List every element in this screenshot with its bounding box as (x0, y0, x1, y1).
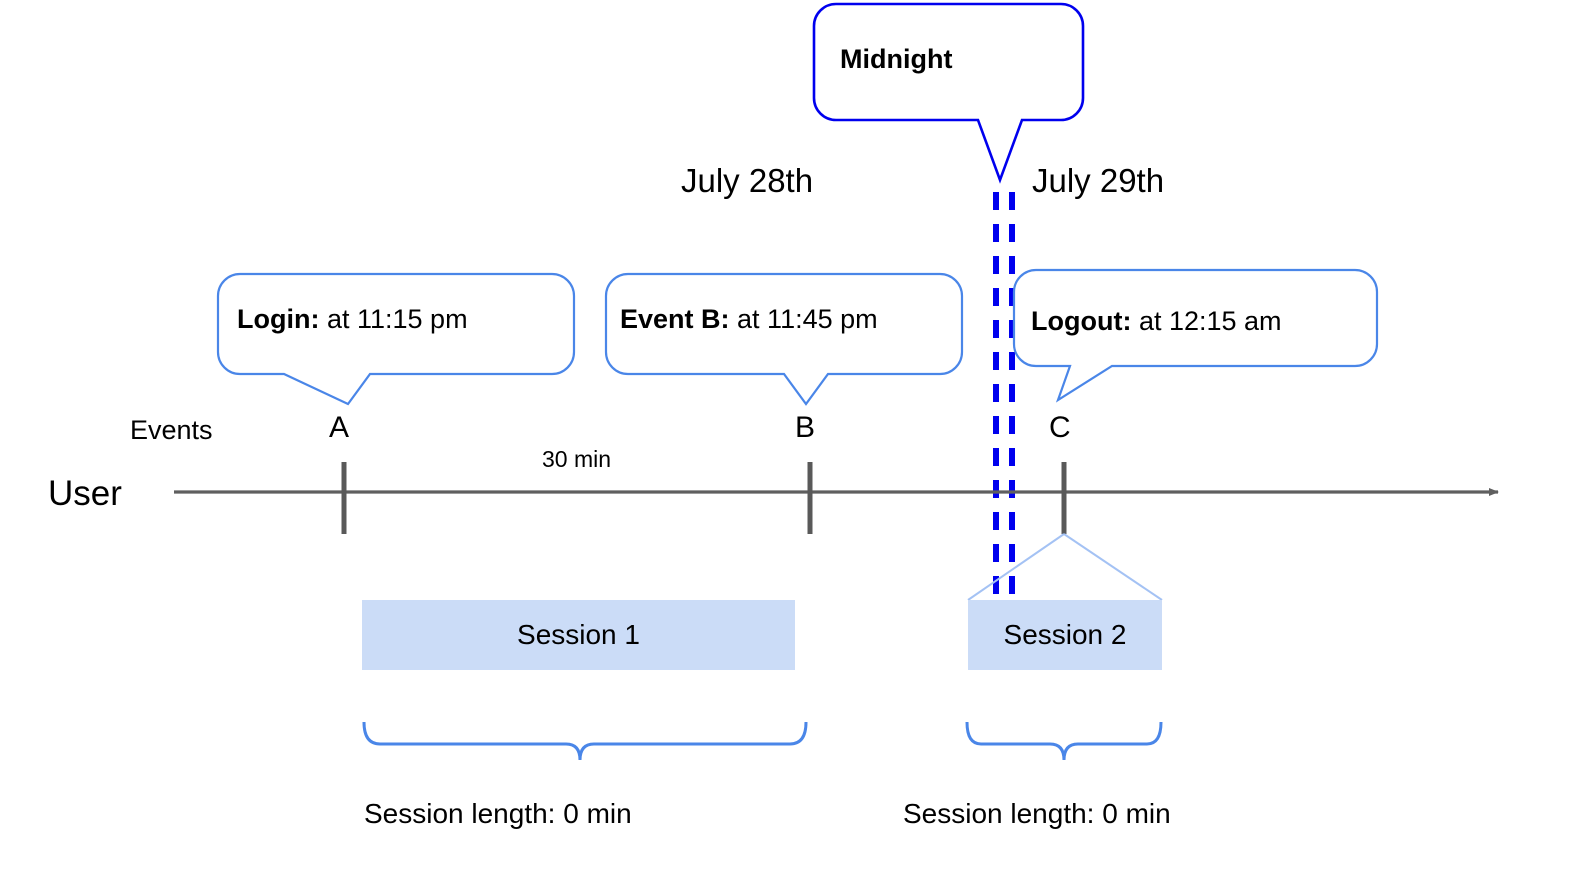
events-row-label: Events (130, 415, 213, 445)
midnight-dashed-lines (993, 192, 1015, 600)
date-label-right: July 29th (1032, 162, 1165, 199)
midnight-callout-shape (812, 2, 1085, 184)
session-2-label: Session 2 (1003, 619, 1127, 650)
date-label-left: July 28th (681, 162, 814, 199)
session-1-length-label: Session length: 0 min (364, 798, 632, 829)
eventb-callout-shape (604, 272, 964, 406)
logout-callout-rest: at 12:15 am (1131, 306, 1282, 336)
user-row-label: User (48, 474, 122, 513)
session-2-length-label: Session length: 0 min (903, 798, 1171, 829)
eventb-callout-label: Event B: at 11:45 pm (620, 306, 878, 333)
session-1-label: Session 1 (517, 619, 640, 650)
login-callout-bold: Login: (237, 304, 320, 334)
logout-callout-shape (1012, 268, 1379, 403)
session-1-box: Session 1 (362, 600, 795, 670)
session2-brace (965, 721, 1163, 761)
eventb-callout-bold: Event B: (620, 304, 730, 334)
session-2-box: Session 2 (968, 600, 1162, 670)
login-callout-shape (216, 272, 576, 406)
eventb-callout-rest: at 11:45 pm (729, 304, 878, 334)
tick-label-b: B (795, 411, 816, 444)
session2-tent-lines (967, 533, 1163, 601)
logout-callout-bold: Logout: (1031, 306, 1132, 336)
login-callout-rest: at 11:15 pm (319, 304, 468, 334)
logout-callout-label: Logout: at 12:15 am (1031, 308, 1282, 335)
login-callout-label: Login: at 11:15 pm (237, 306, 468, 333)
duration-label-30min: 30 min (542, 446, 612, 472)
tick-label-c: C (1049, 411, 1071, 444)
tick-label-a: A (329, 411, 350, 444)
midnight-callout-label: Midnight (840, 44, 953, 74)
session1-brace (362, 721, 808, 761)
